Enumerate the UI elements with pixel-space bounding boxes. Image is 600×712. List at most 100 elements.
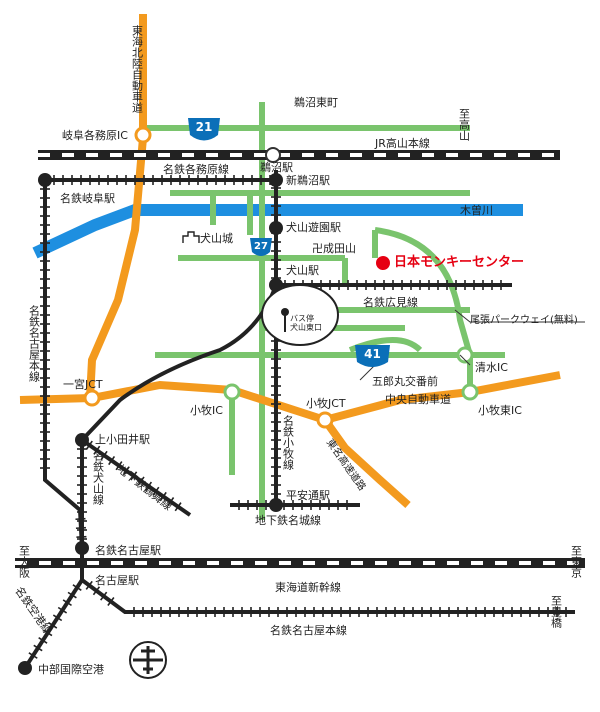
rail-tie — [174, 502, 182, 512]
label-naritasan: 卍成田山 — [312, 242, 356, 255]
rail-tie — [72, 584, 82, 591]
rail-tie — [100, 591, 108, 601]
route-41-shield: 41 — [364, 347, 381, 361]
label-japan-monkey-centre[interactable]: 日本モンキーセンター — [394, 255, 525, 270]
label-shimizu-ic: 清水IC — [475, 361, 508, 374]
rail-tie — [152, 486, 160, 496]
rail-tie — [67, 591, 77, 599]
label-chubu-airport: 中部国際空港 — [38, 663, 104, 676]
rail-tie — [100, 450, 108, 460]
rail-tie — [115, 461, 123, 471]
route-27-shield: 27 — [254, 240, 268, 252]
road-owari-parkway — [374, 227, 473, 395]
rail-tie — [145, 481, 153, 491]
tokai-hokuriku-expressway — [86, 14, 147, 399]
rail-tie — [93, 445, 101, 455]
label-shin-unuma-station: 新鵜沼駅 — [286, 174, 330, 187]
label-unuma-station: 鵜沼駅 — [260, 161, 293, 174]
label-gifu-kakamigahara-ic: 岐阜各務原IC — [62, 129, 128, 142]
label-bus-stop: バス停 犬山東口 — [290, 314, 322, 332]
rail-tie — [107, 597, 115, 606]
tomei-expressway — [321, 417, 411, 508]
label-meitetsu-komaki: 名鉄小牧線 — [281, 415, 295, 470]
castle-icon — [182, 231, 200, 243]
label-owari-parkway: 尾張パークウェイ(無料) — [470, 315, 578, 326]
rail-tie — [159, 491, 167, 502]
label-meitetsu-nagoya-honsen-south: 名鉄名古屋本線 — [270, 624, 347, 637]
label-meitetsu-kakamigahara: 名鉄各務原線 — [163, 163, 229, 176]
inuyama-yuen-station-marker — [269, 221, 283, 235]
rail-tie — [92, 586, 101, 596]
label-meitetsu-nagoya-station: 名鉄名古屋駅 — [95, 544, 161, 557]
label-ichinomiya-jct: 一宮JCT — [63, 378, 103, 391]
rail-tie — [75, 517, 86, 521]
label-goromaru-koban: 五郎丸交番前 — [372, 375, 438, 388]
heian-dori-station-marker — [269, 498, 283, 512]
rail-tie — [85, 580, 93, 590]
label-to-tokyo: 至東京 — [569, 545, 583, 578]
stations — [18, 147, 283, 675]
shin-unuma-station-marker — [269, 173, 283, 187]
route-41-shield-shape — [355, 345, 390, 367]
route-21-shield: 21 — [195, 120, 213, 134]
chubu-airport-station-marker — [18, 661, 32, 675]
label-to-toyohashi: 至豊橋 — [549, 595, 563, 628]
label-kiso-river: 木曽川 — [460, 204, 493, 217]
label-meitetsu-hiromi: 名鉄広見線 — [363, 296, 418, 309]
route-27-shield-shape — [250, 238, 272, 256]
label-meitetsu-nagoya-honsen: 名鉄名古屋本線 — [27, 305, 41, 382]
rail-tie — [52, 614, 63, 622]
airplane-icon — [129, 641, 167, 679]
rail-tie — [57, 606, 68, 614]
label-komaki-jct: 小牧JCT — [306, 397, 346, 410]
route-21-shield-shape — [188, 118, 220, 141]
label-nagoya-station: 名古屋駅 — [95, 574, 139, 587]
label-inuyama-castle: 犬山城 — [200, 232, 233, 245]
ichinomiya-jct-marker — [83, 389, 101, 407]
meitetsu-nagoya-station-marker — [75, 541, 89, 555]
rail-tie — [48, 621, 58, 629]
unuma-station-marker — [265, 147, 281, 163]
komaki-ic-marker — [223, 383, 241, 401]
monkey-center-marker — [376, 256, 390, 270]
bus-stop-area — [261, 284, 339, 346]
label-chuo-expressway: 中央自動車道 — [385, 393, 451, 406]
goromaru-callout — [359, 364, 376, 381]
rail-tie — [38, 637, 48, 644]
expressways — [19, 14, 561, 508]
label-unuma-higashimachi: 鵜沼東町 — [294, 96, 338, 109]
chuo-expressway — [19, 371, 561, 425]
komaki-higashi-ic-marker — [461, 383, 479, 401]
rail-tie — [108, 455, 116, 466]
label-meitetsu-inuyama: 名鉄犬山線 — [91, 450, 105, 505]
rail-tie — [75, 526, 86, 530]
label-tokaido-shinkansen: 東海道新幹線 — [275, 581, 341, 594]
rail-tie — [122, 466, 130, 476]
kiso-river — [32, 204, 523, 259]
label-kamiotai-station: 上小田井駅 — [95, 433, 150, 446]
label-komaki-higashi-ic: 小牧東IC — [478, 404, 522, 417]
rail-tie — [62, 599, 72, 607]
label-komaki-ic: 小牧IC — [190, 404, 223, 417]
rail-tie — [28, 652, 38, 659]
rail-tie — [33, 644, 43, 652]
label-to-osaka: 至大阪 — [17, 545, 31, 578]
rail-tie — [130, 471, 138, 481]
label-heian-dori-station: 平安通駅 — [286, 489, 330, 502]
label-tokai-hokuriku-expressway: 東海北陸自動車道 — [130, 25, 144, 113]
label-meitetsu-gifu-station: 名鉄岐阜駅 — [60, 192, 115, 205]
label-subway-meijo: 地下鉄名城線 — [255, 514, 321, 527]
kamiotai-station-marker — [75, 433, 89, 447]
komaki-jct-marker — [316, 411, 334, 429]
shimizu-ic-marker — [456, 346, 474, 364]
label-inuyama-yuen-station: 犬山遊園駅 — [286, 221, 341, 234]
inuyama-station-marker — [269, 278, 283, 292]
rail-tie — [137, 476, 145, 486]
rail-tie — [85, 440, 93, 450]
subway-tsurumai-line — [80, 438, 192, 517]
rail-tie — [76, 535, 87, 539]
label-jr-takayama: JR高山本線 — [375, 137, 430, 150]
shimizu-callout — [459, 354, 471, 366]
label-to-takayama: 至高山 — [457, 108, 471, 141]
